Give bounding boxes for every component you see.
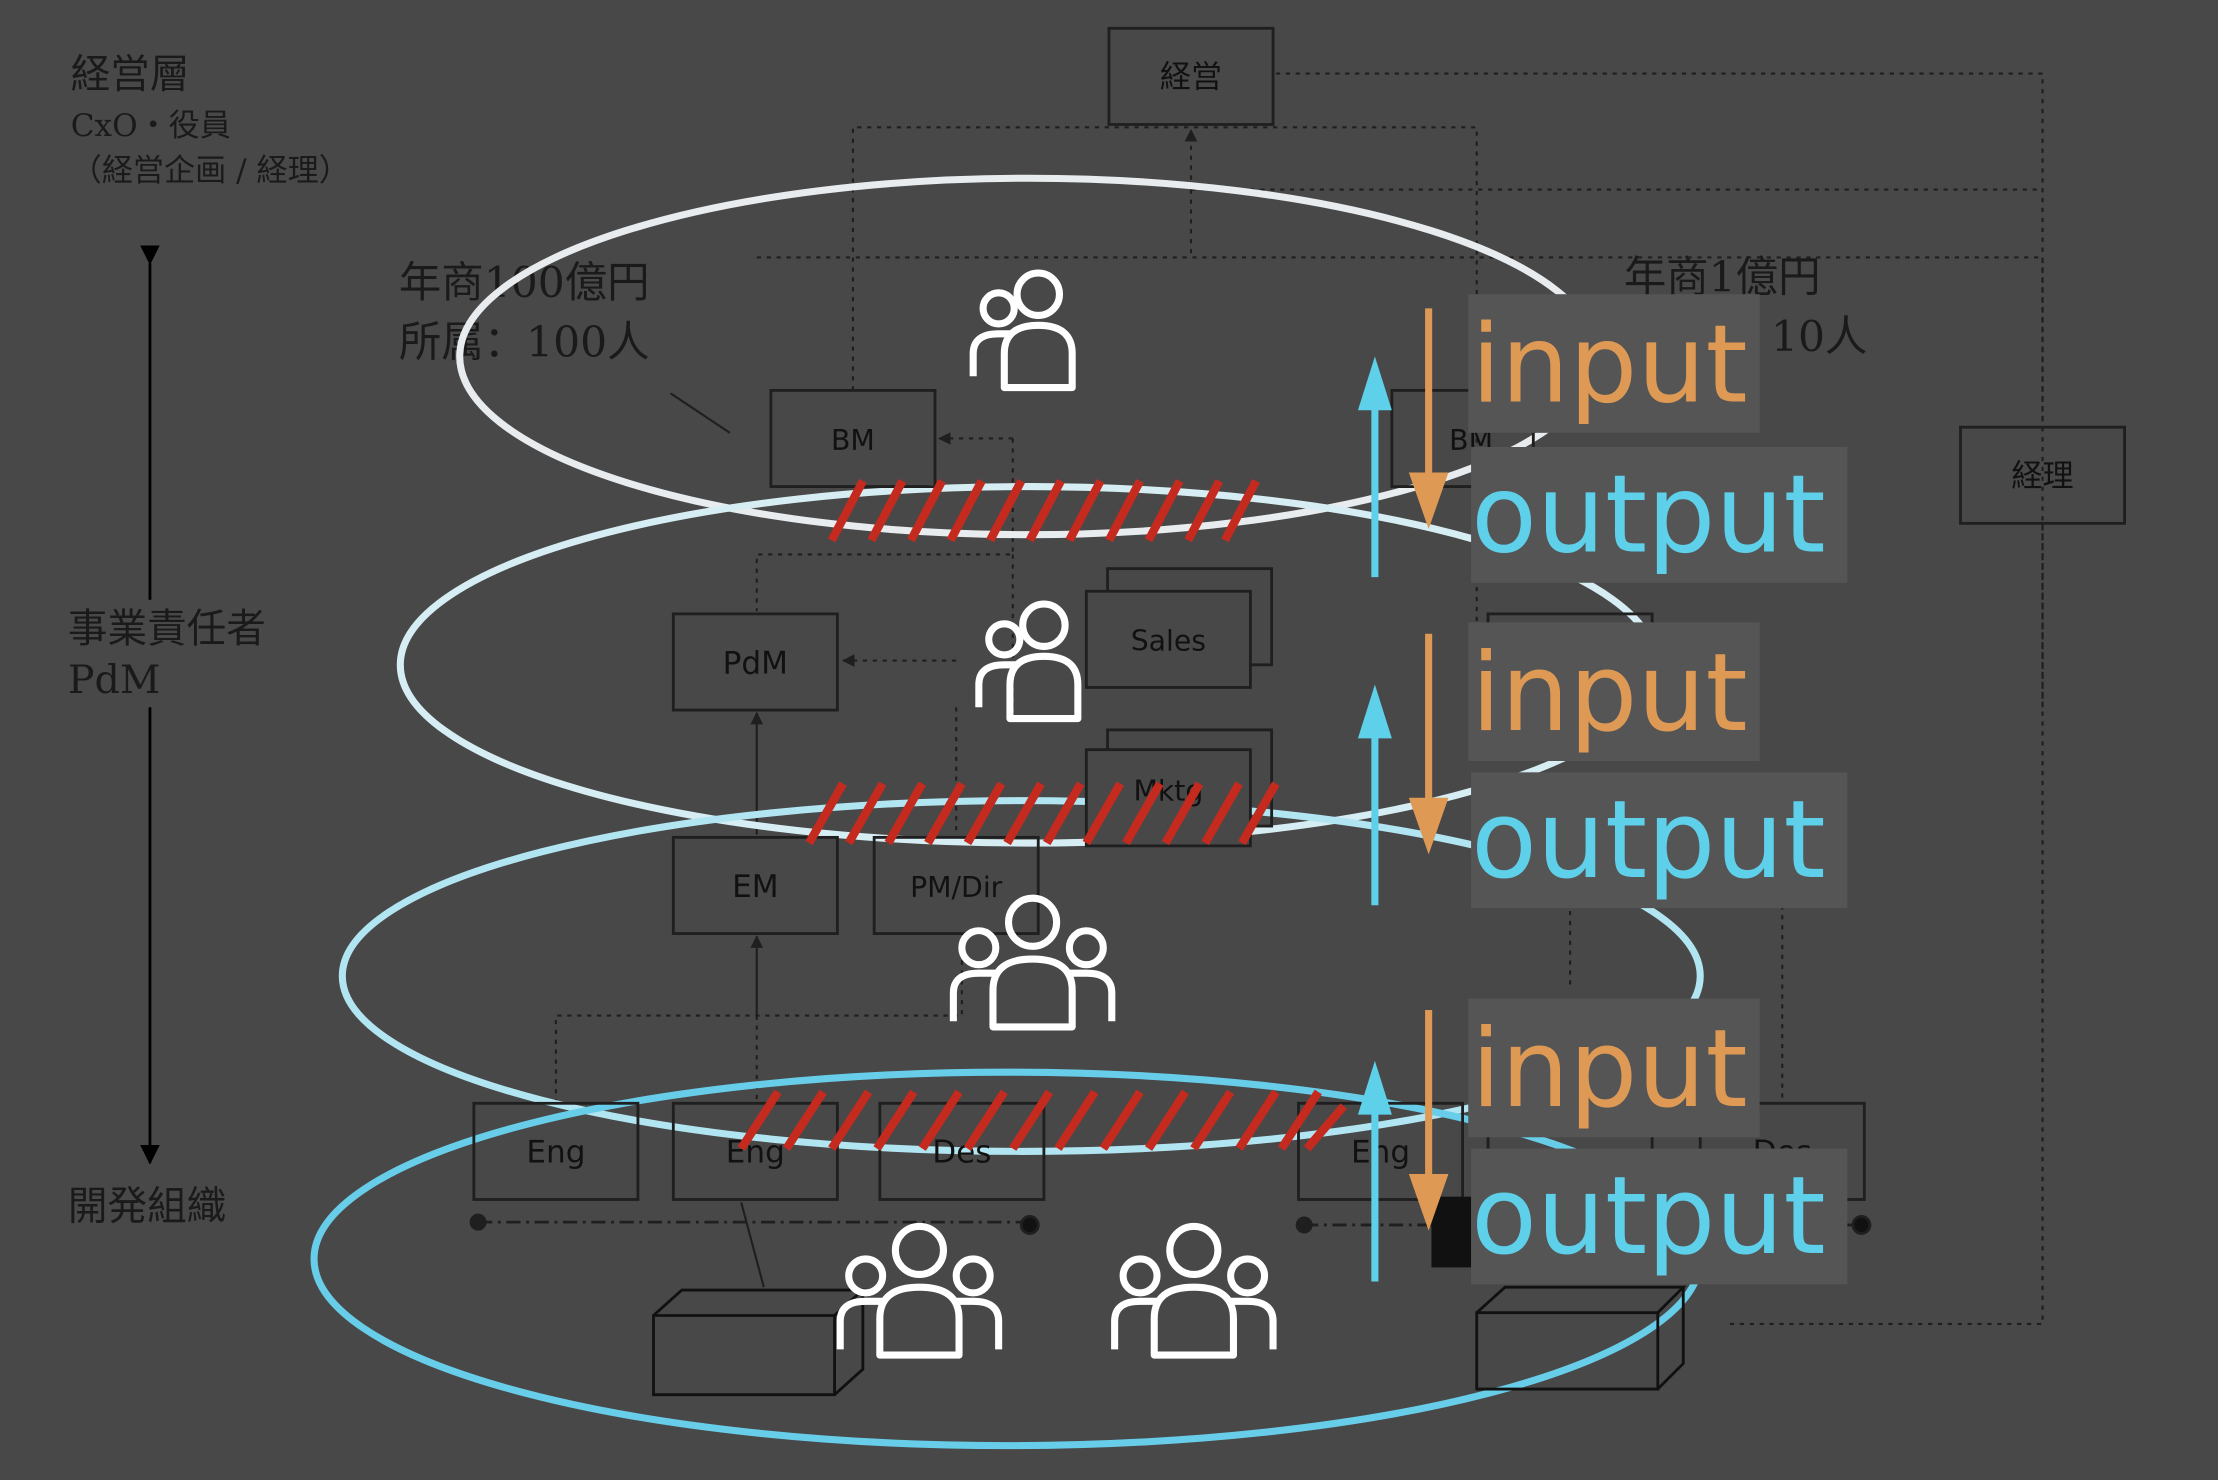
box-keiri: 経理 bbox=[2011, 459, 2073, 495]
hatch-band-3 bbox=[737, 1089, 1347, 1152]
layer-top-line1: CxO・役員 bbox=[71, 108, 231, 144]
people-icon-small-mid bbox=[979, 604, 1078, 719]
people-icon-group-bottom-right bbox=[1115, 1226, 1273, 1355]
layer-top-line2: （経営企画 / 経理） bbox=[71, 153, 350, 189]
layer-top-title: 経営層 bbox=[71, 52, 190, 98]
box-pdm: PdM bbox=[723, 645, 788, 681]
output-label-1: output bbox=[1471, 453, 1826, 578]
big-company-members: 所属：100人 bbox=[399, 318, 650, 367]
input-label-1: input bbox=[1471, 303, 1748, 428]
layer-bottom-title: 開発組織 bbox=[68, 1183, 226, 1229]
box-pmdir: PM/Dir bbox=[910, 871, 1003, 904]
layer-middle-line1: 事業責任者 bbox=[68, 606, 266, 652]
big-company-revenue: 年商100億円 bbox=[399, 259, 650, 308]
ring-third bbox=[338, 797, 1704, 1155]
small-company-members: 10人 bbox=[1771, 313, 1867, 362]
input-label-3: input bbox=[1471, 1007, 1748, 1132]
hatch-band-1 bbox=[827, 478, 1260, 543]
box-eng-right: Eng bbox=[1351, 1135, 1410, 1171]
output-label-2: output bbox=[1471, 778, 1826, 903]
hatch-bands bbox=[737, 478, 1347, 1152]
people-icon-small-top bbox=[973, 273, 1072, 388]
box-eng2: Eng bbox=[726, 1135, 785, 1171]
people-icon-group-mid bbox=[953, 898, 1111, 1027]
flow-pair-2 bbox=[1357, 633, 1449, 906]
flow-pair-3 bbox=[1357, 1009, 1449, 1282]
layer-labels: 経営層 CxO・役員 （経営企画 / 経理） 事業責任者 PdM 開発組織 bbox=[68, 52, 350, 1230]
caption-leader-line bbox=[669, 392, 731, 434]
box-sales: Sales bbox=[1131, 625, 1206, 658]
org-arrows bbox=[740, 128, 1198, 1288]
box-bm-left: BM bbox=[831, 424, 875, 457]
flow-labels: input output input output input output bbox=[1468, 294, 1848, 1285]
box-em: EM bbox=[732, 869, 778, 905]
ring-second bbox=[396, 483, 1660, 847]
box-eng1: Eng bbox=[526, 1135, 585, 1171]
layer-middle-line2: PdM bbox=[68, 657, 161, 703]
box-keiei: 経営 bbox=[1160, 60, 1222, 96]
hatch-band-2 bbox=[805, 781, 1280, 846]
flow-arrows bbox=[1357, 308, 1449, 1282]
output-label-3: output bbox=[1471, 1154, 1826, 1279]
box-des-left: Des bbox=[932, 1135, 991, 1171]
org-rings bbox=[310, 174, 1704, 1450]
flow-pair-1 bbox=[1357, 308, 1449, 578]
input-label-2: input bbox=[1471, 631, 1748, 756]
